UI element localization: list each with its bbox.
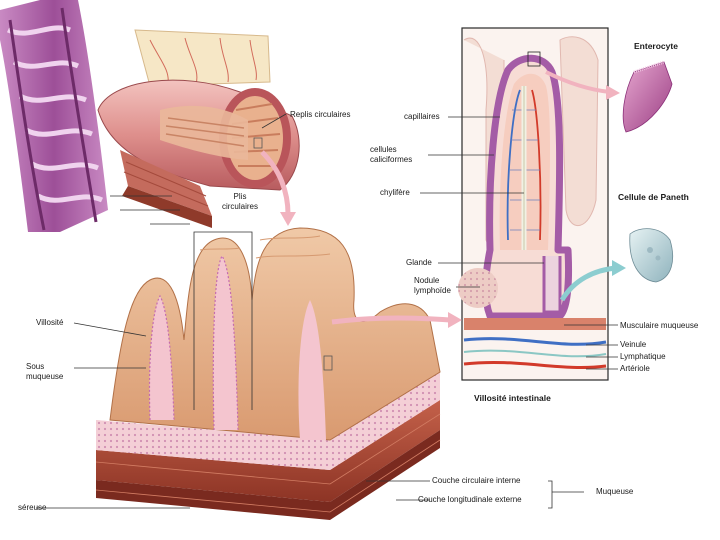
label-chylifere: chylifère: [380, 188, 410, 198]
label-veinule: Veinule: [620, 340, 646, 350]
label-sereuse: séreuse: [18, 503, 46, 513]
paneth-cell: [630, 229, 673, 282]
enterocyte-cell: [623, 62, 672, 132]
mucosa-block: [96, 228, 440, 520]
label-musculaire-muqueuse: Musculaire muqueuse: [620, 321, 698, 331]
label-villosite: Villosité: [36, 318, 63, 328]
label-lymphatique: Lymphatique: [620, 352, 666, 362]
label-arteriole: Artériole: [620, 364, 650, 374]
label-couche-longitudinale: Couche longitudinale externe: [418, 495, 522, 505]
label-cellules-caliciformes: cellules caliciformes: [370, 145, 412, 165]
label-muqueuse: Muqueuse: [596, 487, 633, 497]
label-capillaires: capillaires: [404, 112, 440, 122]
label-couche-circulaire: Couche circulaire interne: [432, 476, 521, 486]
label-cellule-paneth: Cellule de Paneth: [618, 192, 689, 202]
intestine-tube: [98, 30, 299, 228]
label-enterocyte: Enterocyte: [634, 41, 678, 51]
histology-micrograph: [0, 0, 108, 232]
villus-detail-panel: [458, 28, 608, 380]
label-plis-circulaires: Plis circulaires: [212, 192, 268, 212]
label-sous-muqueuse: Sous muqueuse: [26, 362, 63, 382]
label-replis-circulaires: Replis circulaires: [290, 110, 350, 120]
label-nodule-lymphoide: Nodule lymphoïde: [414, 276, 451, 296]
label-glande: Glande: [406, 258, 432, 268]
label-villosite-intestinale: Villosité intestinale: [474, 393, 551, 403]
